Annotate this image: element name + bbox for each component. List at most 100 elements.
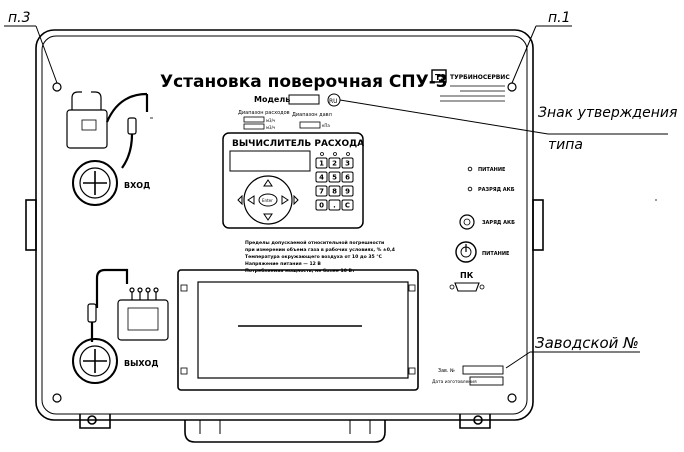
keypad-key-2[interactable]: 2: [328, 157, 341, 169]
keypad-indicator-2: [333, 152, 337, 156]
printer-screw-1: [180, 284, 188, 292]
keypad-key-1[interactable]: 1: [315, 157, 328, 169]
screw-bottom-left: [52, 393, 62, 403]
keypad-key-label: 3: [345, 160, 350, 168]
input-port-outer: [72, 160, 118, 206]
keypad-key-7[interactable]: 7: [315, 185, 328, 197]
calculator-dpad[interactable]: [243, 175, 293, 225]
charge-socket[interactable]: [459, 214, 475, 230]
keypad-key-3[interactable]: 3: [341, 157, 354, 169]
keypad-key-label: 4: [319, 174, 324, 182]
printer-frame: [177, 269, 419, 391]
case-inner: [41, 35, 528, 415]
enter-label: Enter: [262, 198, 273, 203]
keypad-key-8[interactable]: 8: [328, 185, 341, 197]
input-assembly: ВХОД: [66, 91, 150, 206]
output-assembly: ВЫХОД: [72, 268, 169, 384]
keypad-key-label: 0: [319, 202, 324, 210]
case-left-rail: [25, 199, 37, 251]
keypad-key-6[interactable]: 6: [341, 171, 354, 183]
callout-p1: п.1: [511, 10, 572, 84]
keypad-indicators: [320, 152, 350, 156]
input-hose: [105, 92, 149, 123]
keypad-key-11[interactable]: .: [328, 199, 341, 211]
serial-plate: Зав. № Дата изготовления: [432, 365, 504, 386]
input-port-inner: [79, 167, 111, 199]
keypad-key-10[interactable]: 0: [315, 199, 328, 211]
screw-bottom-right: [507, 393, 517, 403]
battery-led: [467, 186, 473, 192]
serial-label: Зав. №: [438, 368, 455, 374]
output-meter-display: [127, 307, 159, 331]
screw-top-right: [507, 82, 517, 92]
pc-port-connector[interactable]: [454, 282, 480, 292]
output-terminal-1: [129, 287, 135, 293]
keypad-key-label: C: [345, 202, 350, 210]
power-switch[interactable]: [455, 241, 477, 263]
keypad-key-4[interactable]: 4: [315, 171, 328, 183]
battery-charge-label: ЗАРЯД АКБ: [482, 220, 515, 226]
case-handle: [184, 420, 386, 443]
spec-block: Пределы допускаемой относительной погреш…: [245, 239, 395, 274]
handle-ribs: [199, 420, 371, 434]
keypad-key-9[interactable]: 9: [341, 185, 354, 197]
foot-screw-left: [87, 415, 97, 425]
dpad-up-icon[interactable]: [263, 179, 273, 187]
calculator-title: ВЫЧИСЛИТЕЛЬ РАСХОДА: [232, 139, 364, 149]
pc-port-screw-left: [449, 284, 455, 290]
model-label: Модель: [254, 95, 290, 104]
range-flow-unit-2: м3/ч: [266, 125, 275, 130]
output-sensor: [87, 303, 97, 323]
input-meter-body: [66, 109, 108, 149]
enter-button[interactable]: [258, 193, 278, 207]
range-pressure-unit: кПа: [322, 123, 330, 128]
input-hose-down: [121, 133, 134, 169]
input-label: ВХОД: [124, 181, 150, 190]
model-field: [288, 94, 320, 105]
printer-screw-3: [408, 284, 416, 292]
output-terminal-3: [145, 287, 151, 293]
callout-p3-text: п.3: [8, 10, 31, 26]
range-flow-min-field: [243, 116, 265, 123]
pc-port-screw-right: [479, 284, 485, 290]
keypad-indicator-1: [320, 152, 324, 156]
printer-screw-2: [180, 367, 188, 375]
battery-discharge-label: РАЗРЯД АКБ: [478, 187, 515, 193]
approval-mark-icon: [327, 93, 341, 107]
logo-text: ТУРБИНОСЕРВИС: [450, 74, 510, 81]
callout-p3: п.3: [4, 10, 58, 84]
spec-line-1: Пределы допускаемой относительной погреш…: [245, 239, 384, 246]
case-foot-left: [79, 414, 111, 429]
spec-line-2: при измерении объема газа в рабочих усло…: [245, 246, 395, 253]
keypad-key-label: 9: [345, 188, 350, 196]
output-port-inner: [79, 345, 111, 377]
spec-line-4: Напряжение питания — 12 В: [245, 261, 321, 267]
case-foot-right: [459, 414, 491, 429]
callout-approval-mark: Знак утверждения типа: [339, 99, 677, 153]
callout-mark-line1: Знак утверждения: [538, 105, 677, 121]
date-field: [469, 376, 504, 386]
manufacturer-logo: ТЭ ТУРБИНОСЕРВИС: [431, 69, 510, 102]
power-switch-label: ПИТАНИЕ: [482, 251, 510, 257]
keypad-key-label: 2: [332, 160, 337, 168]
dpad-outer-right-icon: [293, 194, 299, 206]
range-block: Диапазон расходов м3/ч м3/ч Диапазон дав…: [238, 110, 332, 130]
dpad-right-icon[interactable]: [281, 195, 289, 205]
keypad-key-5[interactable]: 5: [328, 171, 341, 183]
dpad-down-icon[interactable]: [263, 213, 273, 221]
output-port-cross: [83, 349, 107, 373]
case-right-rail: [532, 199, 544, 251]
approval-mark-symbol: RU: [329, 98, 338, 105]
keypad-key-12[interactable]: C: [341, 199, 354, 211]
screw-top-left: [52, 82, 62, 92]
printer-screw-4: [408, 367, 416, 375]
output-label: ВЫХОД: [124, 359, 158, 368]
foot-screw-right: [473, 415, 483, 425]
output-port-outer: [72, 338, 118, 384]
output-terminal-2: [137, 287, 143, 293]
dpad-left-icon[interactable]: [247, 195, 255, 205]
power-indicator-label: ПИТАНИЕ: [478, 167, 506, 173]
